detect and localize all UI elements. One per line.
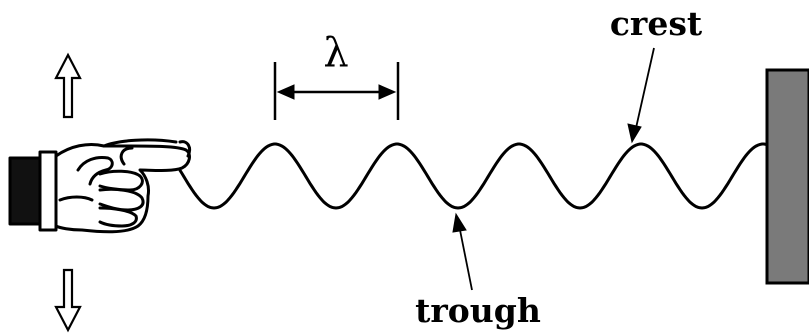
wave-string xyxy=(178,142,768,210)
up-arrow-icon xyxy=(54,52,82,119)
wall xyxy=(765,68,809,285)
pointing-hand-icon xyxy=(8,138,192,234)
trough-label: trough xyxy=(415,291,541,330)
crest-pointer xyxy=(627,47,655,144)
crest-label: crest xyxy=(610,4,703,43)
wavelength-label: λ xyxy=(323,30,348,76)
down-arrow-icon xyxy=(54,268,82,333)
trough-pointer xyxy=(452,212,473,291)
wavelength-marker xyxy=(273,62,400,120)
